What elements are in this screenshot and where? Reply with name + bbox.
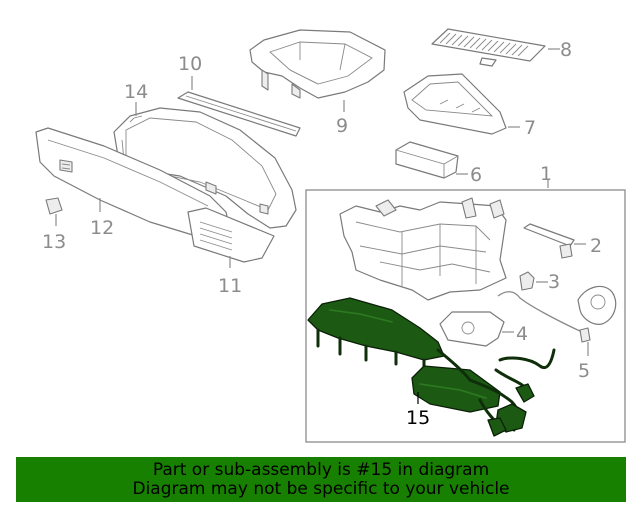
callout-8[interactable]: 8 [560, 39, 572, 61]
callout-3[interactable]: 3 [548, 271, 560, 293]
part-11-vent-panel[interactable] [187, 207, 275, 263]
callout-2[interactable]: 2 [590, 235, 602, 257]
callout-10[interactable]: 10 [178, 53, 202, 75]
part-9-storage-tray[interactable] [249, 29, 386, 99]
part-10-trim-strip[interactable] [177, 91, 301, 137]
callout-7[interactable]: 7 [524, 117, 536, 139]
part-15-wiring-harness[interactable] [307, 297, 556, 437]
callout-14[interactable]: 14 [124, 81, 148, 103]
part-13-clip[interactable] [45, 197, 63, 215]
callout-6[interactable]: 6 [470, 164, 482, 186]
callout-9[interactable]: 9 [336, 115, 348, 137]
parts-diagram: 8 9 7 6 10 14 [35, 28, 626, 443]
assembly-1-frame [305, 189, 626, 443]
notice-banner: Part or sub-assembly is #15 in diagram D… [16, 457, 626, 502]
part-5-cable-knob[interactable] [497, 285, 617, 343]
part-4-switch-module[interactable] [439, 311, 505, 347]
part-1-console-bracket[interactable] [339, 197, 507, 301]
callout-11[interactable]: 11 [218, 275, 242, 297]
callout-12[interactable]: 12 [90, 217, 114, 239]
notice-line-1: Part or sub-assembly is #15 in diagram [152, 459, 490, 480]
part-8-lid-pad[interactable] [431, 28, 546, 67]
callout-5[interactable]: 5 [578, 360, 590, 382]
notice-line-2: Diagram may not be specific to your vehi… [132, 478, 510, 499]
part-2-bracket-rod[interactable] [523, 223, 575, 259]
part-12-side-panel[interactable] [35, 127, 231, 237]
callout-1[interactable]: 1 [540, 163, 552, 185]
part-7-bin-insert[interactable] [403, 73, 507, 135]
callout-4[interactable]: 4 [516, 323, 528, 345]
callout-15[interactable]: 15 [406, 407, 430, 429]
callout-13[interactable]: 13 [42, 231, 66, 253]
part-3-grommet[interactable] [519, 271, 535, 291]
part-6-trim-block[interactable] [395, 141, 459, 179]
